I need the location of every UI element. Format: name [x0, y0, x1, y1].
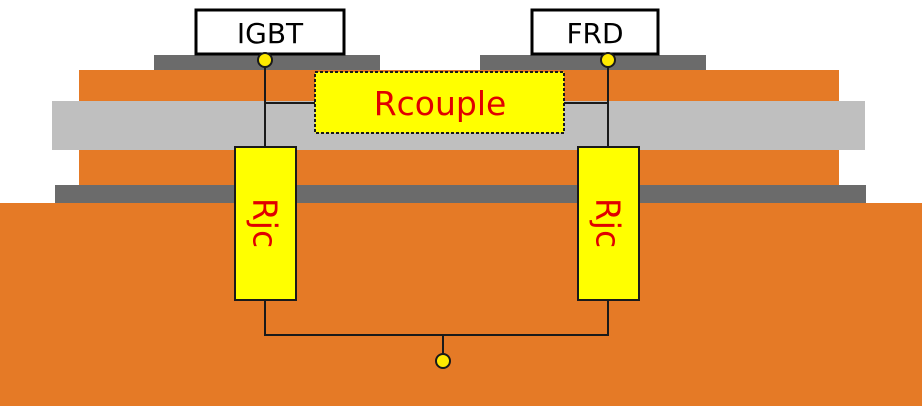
igbt-label: IGBT — [237, 17, 304, 50]
rjc-label-frd: Rjc — [589, 198, 628, 248]
lower-copper-layer — [79, 150, 839, 185]
rcouple-label: Rcouple — [374, 84, 507, 123]
frd-label-box: FRD — [530, 8, 660, 56]
case-node — [435, 353, 451, 369]
baseplate — [0, 203, 922, 406]
bottom-solder-layer — [55, 185, 866, 203]
igbt-junction-node — [257, 52, 273, 68]
igbt-label-box: IGBT — [194, 8, 346, 56]
rjc-resistor-frd: Rjc — [577, 146, 640, 301]
rjc-resistor-igbt: Rjc — [234, 146, 297, 301]
frd-label: FRD — [566, 17, 623, 50]
rjc-label-igbt: Rjc — [246, 198, 285, 248]
frd-junction-node — [600, 52, 616, 68]
frd-die-solder — [480, 55, 706, 70]
rcouple-resistor: Rcouple — [314, 71, 565, 134]
